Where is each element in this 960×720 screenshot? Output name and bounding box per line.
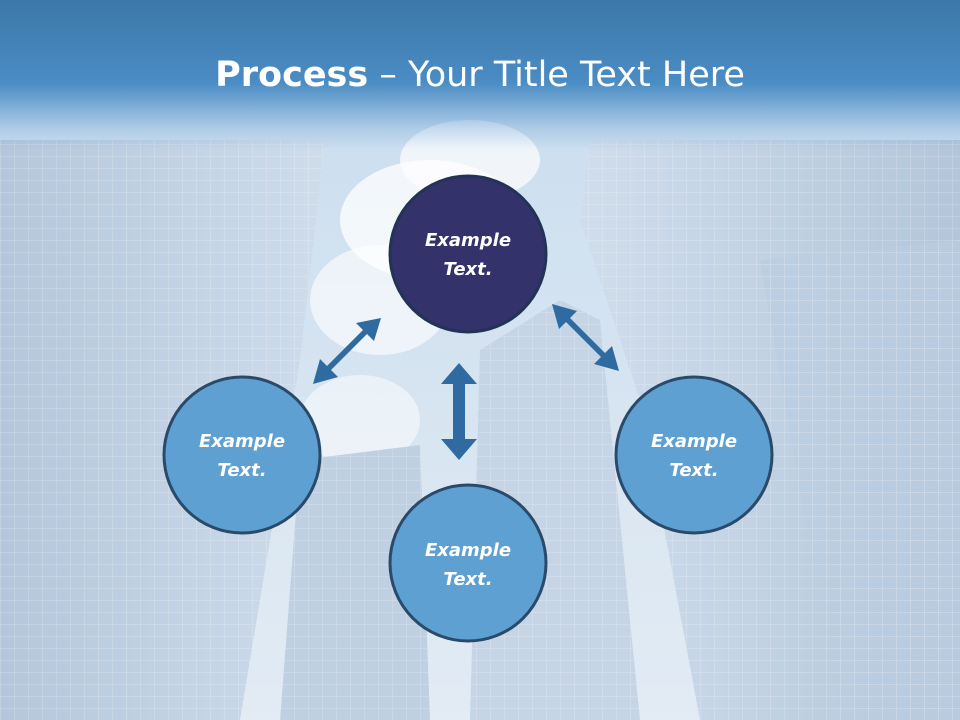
- double-arrow-left: [313, 318, 381, 384]
- slide-title: Process – Your Title Text Here: [0, 52, 960, 98]
- node-bottom-line2: Text.: [443, 569, 492, 590]
- node-right-line1: Example: [651, 431, 737, 452]
- node-left-line1: Example: [199, 431, 285, 452]
- node-right-line2: Text.: [669, 460, 718, 481]
- title-bar: [0, 0, 960, 150]
- node-top: Example Text.: [388, 174, 548, 334]
- node-top-circle: [388, 174, 548, 334]
- node-top-line1: Example: [425, 230, 511, 251]
- node-bottom-circle: [388, 483, 548, 643]
- node-top-line2: Text.: [443, 259, 492, 280]
- node-left-line2: Text.: [217, 460, 266, 481]
- node-bottom-line1: Example: [425, 540, 511, 561]
- title-bold: Process: [215, 55, 369, 95]
- node-right-circle: [614, 375, 774, 535]
- double-arrow-center: [441, 363, 477, 460]
- double-arrow-right: [552, 304, 619, 371]
- title-dash: –: [368, 55, 408, 95]
- node-bottom: Example Text.: [388, 483, 548, 643]
- node-left-circle: [162, 375, 322, 535]
- node-left: Example Text.: [162, 375, 322, 535]
- node-right: Example Text.: [614, 375, 774, 535]
- title-rest: Your Title Text Here: [407, 55, 745, 95]
